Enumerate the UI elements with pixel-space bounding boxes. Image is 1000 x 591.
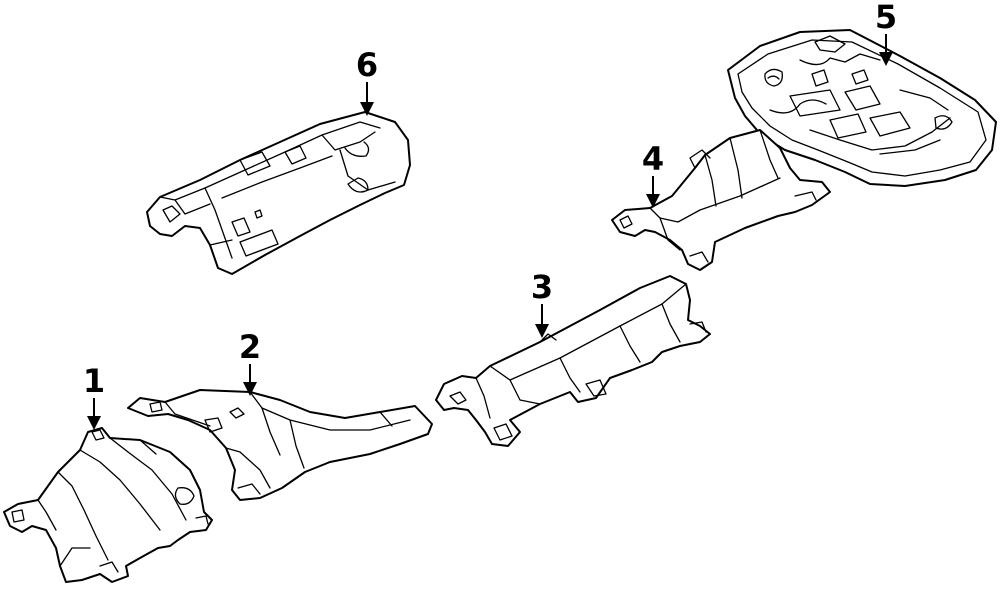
callout-1: 1	[83, 362, 105, 430]
callout-1-label: 1	[83, 362, 105, 400]
part-4-heat-shield	[611, 129, 831, 271]
callout-5-label: 5	[875, 0, 897, 36]
part-5-heat-shield	[727, 29, 997, 187]
part-1-heat-shield	[3, 427, 213, 583]
callout-2: 2	[239, 328, 261, 396]
part-3-heat-shield	[435, 275, 711, 447]
callout-4-label: 4	[642, 140, 664, 178]
callout-3-label: 3	[531, 268, 553, 306]
callout-4: 4	[642, 140, 664, 208]
callout-5: 5	[875, 0, 897, 66]
callout-6-label: 6	[356, 46, 378, 84]
callout-6: 6	[356, 46, 378, 116]
part-6-heat-shield	[146, 111, 411, 275]
callout-3: 3	[531, 268, 553, 338]
part-2-heat-shield	[127, 389, 433, 501]
callout-2-label: 2	[239, 328, 261, 366]
